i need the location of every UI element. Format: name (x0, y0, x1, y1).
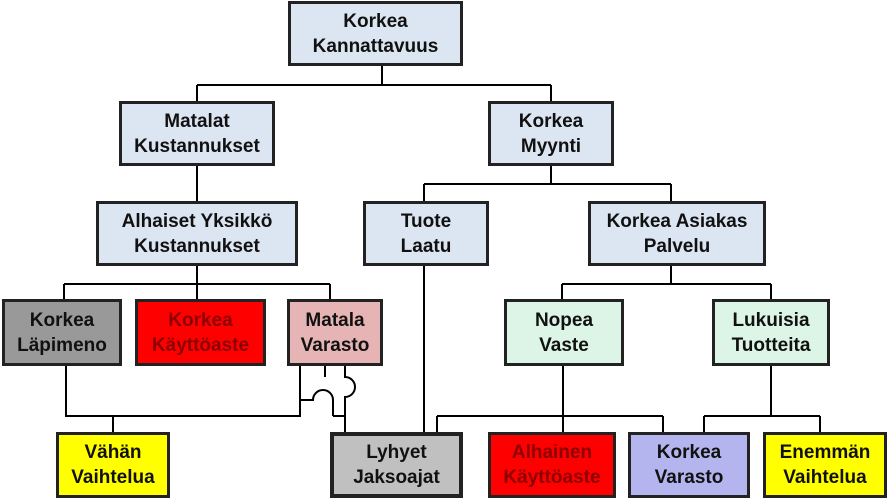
node-label-line1: Lyhyet (366, 442, 427, 463)
node-label-line2: Jaksoajat (353, 467, 440, 488)
node-label-line1: Korkea (29, 309, 95, 331)
node-label-line2: Vaihtelua (783, 467, 867, 488)
node-tuote-laatu: Tuote Laatu (363, 201, 489, 266)
node-korkea-varasto: Korkea Varasto (628, 432, 750, 498)
node-alhaiset-yksikko-kustannukset: Alhaiset Yksikkö Kustannukset (96, 201, 298, 266)
connector-sales (423, 166, 672, 201)
node-label-line1: Korkea (518, 110, 584, 132)
node-label-line1: Korkea (343, 10, 408, 32)
node-lyhyet-jaksoajat: Lyhyet Jaksoajat (330, 432, 463, 498)
node-label-line2: Myynti (520, 135, 582, 157)
connector-unit-costs (63, 266, 331, 299)
node-label-line1: Lukuisia (732, 309, 810, 331)
connector-inventory (300, 366, 356, 432)
node-korkea-kayttoaste: Korkea Käyttöaste (135, 299, 266, 366)
node-label-line2: Palvelu (643, 235, 711, 257)
node-label-line1: Vähän (84, 442, 142, 463)
node-korkea-myynti: Korkea Myynti (488, 101, 614, 166)
node-lukuisia-tuotteita: Lukuisia Tuotteita (712, 299, 830, 366)
node-label-line2: Läpimeno (17, 334, 107, 356)
node-label-line1: Korkea (656, 442, 722, 463)
node-label-line2: Kannattavuus (312, 35, 439, 57)
node-label-line1: Korkea (168, 309, 233, 331)
node-label-line2: Käyttöaste (151, 334, 250, 356)
node-label-line2: Kustannukset (134, 235, 260, 257)
node-matala-varasto: Matala Varasto (287, 299, 383, 366)
connector-variety (703, 366, 821, 432)
node-label-line2: Varasto (300, 334, 370, 356)
node-korkea-lapimeno: Korkea Läpimeno (2, 299, 122, 366)
node-label-line2: Laatu (400, 235, 452, 257)
node-label-line1: Korkea Asiakas (606, 210, 748, 232)
node-korkea-kannattavuus: Korkea Kannattavuus (288, 1, 463, 66)
node-label-line1: Alhainen (511, 442, 593, 463)
node-label-line1: Nopea (534, 309, 594, 331)
node-label-line2: Tuotteita (731, 334, 811, 356)
node-label-line2: Vaste (539, 334, 589, 356)
node-nopea-vaste: Nopea Vaste (504, 299, 624, 366)
node-label-line1: Matala (305, 309, 365, 331)
node-korkea-asiakas-palvelu: Korkea Asiakas Palvelu (588, 201, 766, 266)
node-enemman-vaihtelua: Enemmän Vaihtelua (763, 432, 887, 498)
node-label-line2: Kustannukset (134, 135, 260, 157)
node-label-line1: Tuote (400, 210, 452, 232)
node-label-line1: Alhaiset Yksikkö (121, 210, 273, 232)
node-label-line2: Varasto (654, 467, 724, 488)
node-matalat-kustannukset: Matalat Kustannukset (119, 101, 275, 166)
connector-root (196, 65, 552, 101)
node-label-line2: Käyttöaste (503, 467, 601, 488)
node-label-line1: Enemmän (779, 442, 871, 463)
node-vahan-vaihtelua: Vähän Vaihtelua (56, 432, 170, 498)
node-alhainen-kayttoaste: Alhainen Käyttöaste (488, 432, 616, 498)
connector-response (436, 366, 664, 432)
connector-throughput (65, 366, 301, 432)
node-label-line2: Vaihtelua (71, 467, 155, 488)
node-label-line1: Matalat (164, 110, 230, 132)
connector-service (561, 266, 772, 299)
